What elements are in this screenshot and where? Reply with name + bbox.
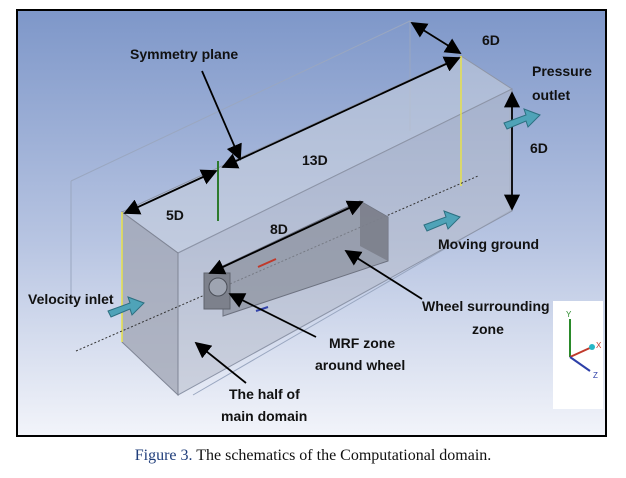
dim-6d-top-arrow: [410, 22, 462, 54]
caption-text: The schematics of the Computational doma…: [192, 447, 492, 464]
label-dim-5d: 5D: [166, 207, 184, 223]
label-dim-6d-height: 6D: [530, 140, 548, 156]
center-axis-line: [75, 175, 479, 352]
label-dim-8d: 8D: [270, 221, 288, 237]
label-dim-6d-top: 6D: [482, 32, 500, 48]
dim-13d-arrow: [221, 56, 461, 169]
label-pressure-outlet-line1: Pressure: [532, 63, 592, 79]
label-velocity-inlet: Velocity inlet: [28, 291, 114, 307]
label-half-domain-line2: main domain: [221, 408, 307, 424]
mrf-zone-leader: [228, 293, 317, 338]
label-mrf-zone-line2: around wheel: [315, 357, 405, 373]
figure-caption: Figure 3. The schematics of the Computat…: [0, 447, 626, 465]
label-moving-ground: Moving ground: [438, 236, 539, 252]
inlet-edges: [121, 56, 462, 342]
wheel-shape: [208, 277, 228, 297]
label-mrf-zone-line1: MRF zone: [329, 335, 395, 351]
wheel-zone-end: [360, 201, 388, 261]
axis-x-label: X: [596, 341, 602, 350]
label-wheel-zone-line1: Wheel surrounding: [422, 298, 550, 314]
inlet-flow-arrow: [107, 296, 145, 318]
label-symmetry-plane: Symmetry plane: [130, 46, 238, 62]
caption-number: Figure 3.: [134, 447, 193, 464]
half-domain-leader: [194, 341, 247, 384]
figure-frame: Y X Z Symmetry plane 6D Pressure outlet …: [16, 9, 607, 437]
wheel-zone-leader: [344, 250, 423, 300]
dim-5d-arrow: [123, 169, 218, 215]
label-wheel-zone-line2: zone: [472, 321, 504, 337]
label-dim-13d: 13D: [302, 152, 328, 168]
axis-z-label: Z: [593, 371, 598, 380]
outlet-flow-arrow: [503, 108, 541, 130]
axis-y-label: Y: [566, 310, 572, 319]
axis-triad: Y X Z: [553, 301, 603, 409]
label-pressure-outlet-line2: outlet: [532, 87, 570, 103]
symmetry-plane-leader: [201, 70, 242, 161]
ground-flow-arrow: [423, 210, 461, 232]
domain-schematic: Y X Z Symmetry plane 6D Pressure outlet …: [18, 11, 605, 435]
label-half-domain-line1: The half of: [229, 386, 300, 402]
dim-8d-arrow: [208, 200, 364, 275]
